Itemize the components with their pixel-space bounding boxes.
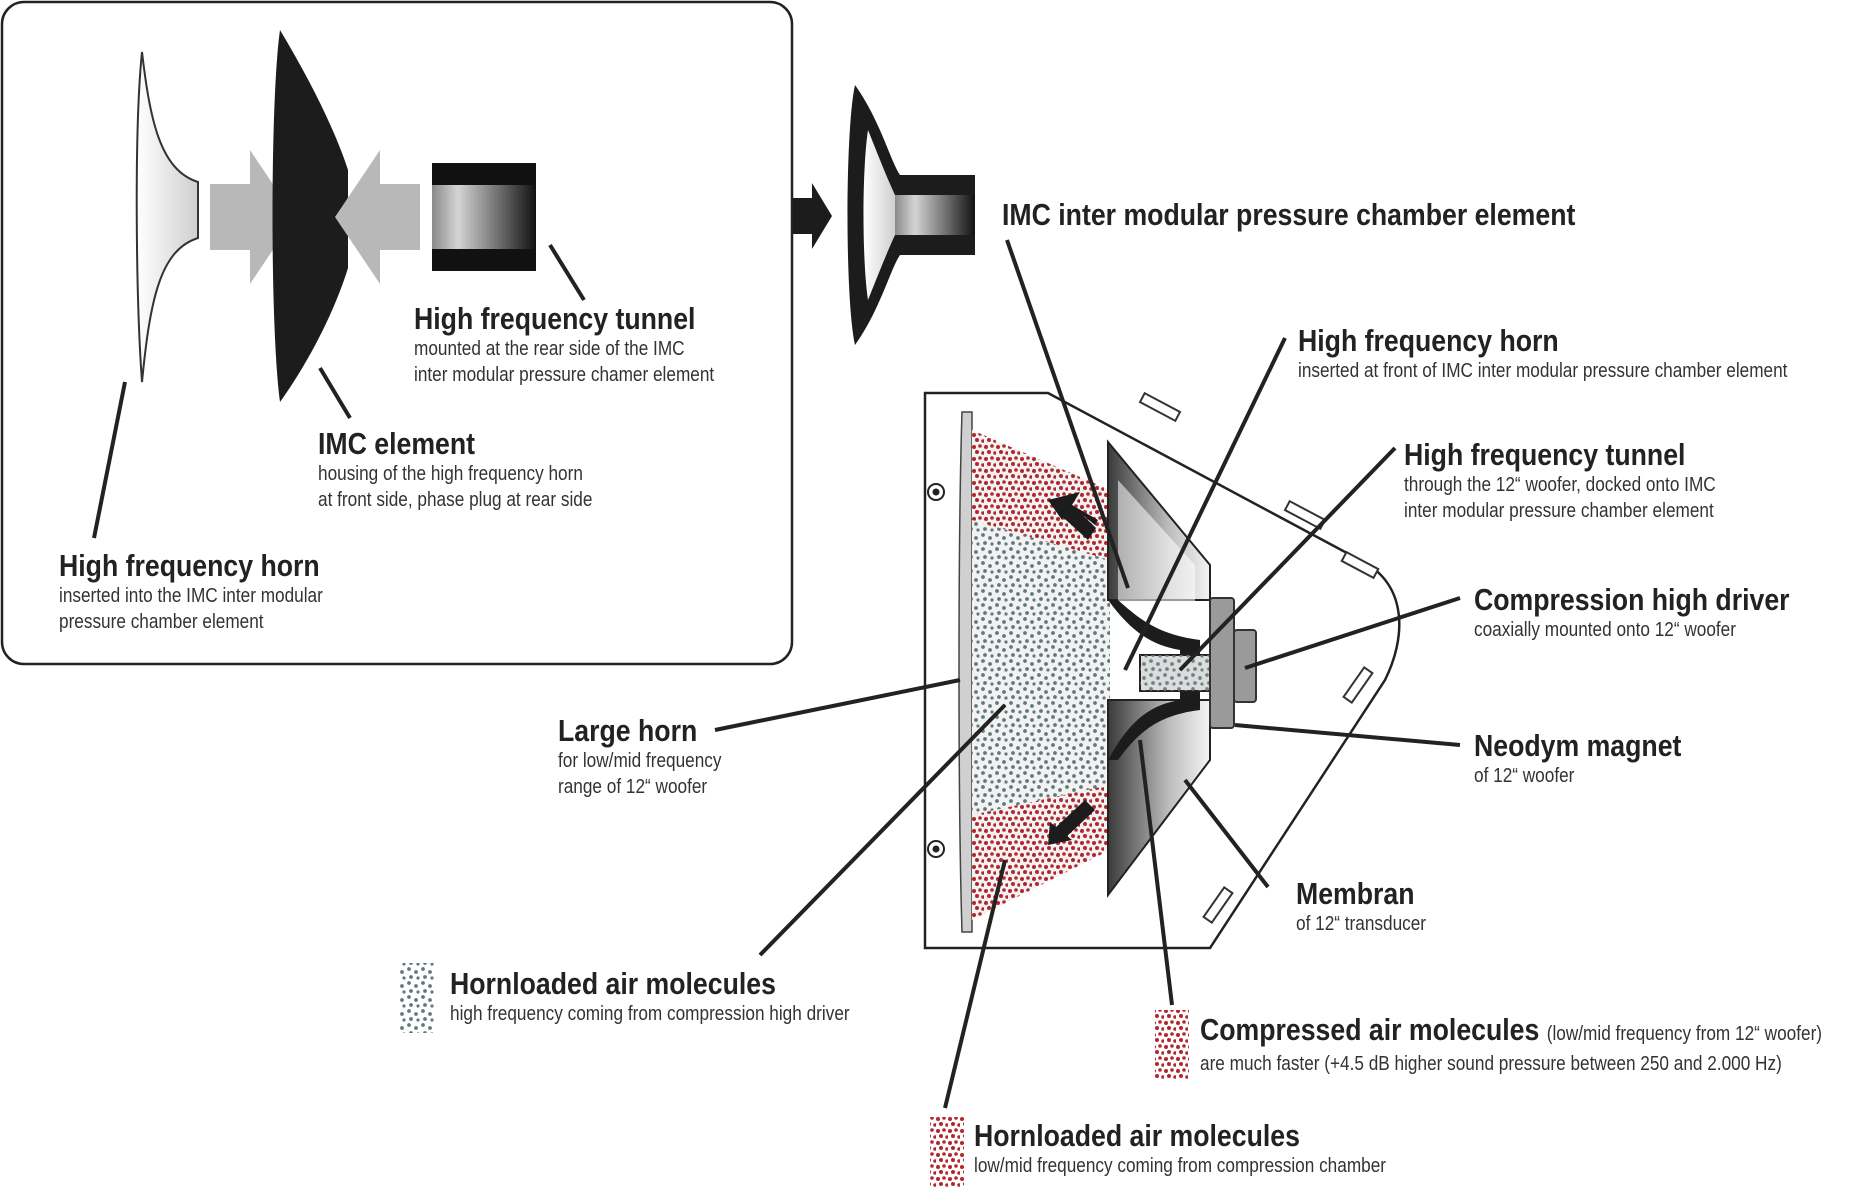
inset-tunnel-label: High frequency tunnel mounted at the rea… (414, 302, 763, 388)
large-horn-label: Large horn for low/mid frequency range o… (558, 714, 748, 800)
hornloaded-hf-molecules (972, 520, 1110, 815)
inset-tunnel-title: High frequency tunnel (414, 301, 696, 336)
inset-horn-label: High frequency horn inserted into the IM… (59, 549, 366, 635)
hf-horn-title: High frequency horn (1298, 323, 1559, 358)
large-horn-shape (958, 411, 973, 933)
leader-lines (714, 239, 1461, 1109)
inset-tunnel-line-1: mounted at the rear side of the IMC (414, 338, 685, 360)
imc-chamber-title: IMC inter modular pressure chamber eleme… (1002, 197, 1576, 232)
inset-tunnel-line-2: inter modular pressure chamer element (414, 364, 715, 386)
membran-line-1: of 12“ transducer (1296, 913, 1427, 935)
compression-driver-title: Compression high driver (1474, 582, 1790, 617)
woofer-cone-lower (1107, 699, 1211, 898)
legend-swatch-red-hornloaded (930, 1117, 964, 1187)
hornloaded-hf-line-1: high frequency coming from compression h… (450, 1003, 850, 1025)
inset-imc-line-1: housing of the high frequency horn (318, 463, 583, 485)
compressed-label: Compressed air molecules (low/mid freque… (1200, 1013, 1857, 1077)
large-horn-line-2: range of 12“ woofer (558, 776, 708, 798)
inset-horn-line-1: inserted into the IMC inter modular (59, 585, 323, 607)
hf-tunnel-label: High frequency tunnel through the 12“ wo… (1404, 438, 1766, 524)
inset-horn-line-2: pressure chamber element (59, 611, 264, 633)
legend-swatch-teal (400, 963, 434, 1033)
exploded-view-frame (0, 0, 794, 666)
compressed-title: Compressed air molecules (1200, 1012, 1540, 1047)
inset-imc-title: IMC element (318, 426, 476, 461)
imc-element-shape (272, 30, 348, 402)
arrow-right-black (793, 183, 832, 249)
hf-tunnel-title: High frequency tunnel (1404, 437, 1686, 472)
compressed-arrow-top (1048, 492, 1098, 525)
neodym-line-1: of 12“ woofer (1474, 765, 1575, 787)
neodym-title: Neodym magnet (1474, 728, 1682, 763)
compression-driver-label: Compression high driver coaxially mounte… (1474, 583, 1841, 643)
compression-driver-line-1: coaxially mounted onto 12“ woofer (1474, 619, 1736, 641)
hf-tunnel-line-1: through the 12“ woofer, docked onto IMC (1404, 474, 1716, 496)
hf-horn-label: High frequency horn inserted at front of… (1298, 324, 1857, 384)
membran-title: Membran (1296, 876, 1415, 911)
compressed-arrow-bottom (1055, 800, 1095, 838)
cabinet-fittings (1138, 391, 1380, 925)
hornloaded-hf-label: Hornloaded air molecules high frequency … (450, 967, 915, 1027)
membran-label: Membran of 12“ transducer (1296, 877, 1447, 937)
hf-tunnel-line-2: inter modular pressure chamber element (1404, 500, 1714, 522)
hornloaded-lm-title: Hornloaded air molecules (974, 1118, 1300, 1153)
arrow-left-grey (335, 150, 420, 284)
hornloaded-hf-title: Hornloaded air molecules (450, 966, 776, 1001)
imc-chamber-element (1108, 600, 1200, 760)
inset-imc-label: IMC element housing of the high frequenc… (318, 427, 637, 513)
imc-chamber-label: IMC inter modular pressure chamber eleme… (1002, 198, 1669, 232)
hornloaded-lm-line-1: low/mid frequency coming from compressio… (974, 1155, 1387, 1177)
hf-horn-line-1: inserted at front of IMC inter modular p… (1298, 360, 1788, 382)
inset-horn-title: High frequency horn (59, 548, 320, 583)
hornloaded-lm-label: Hornloaded air molecules low/mid frequen… (974, 1119, 1453, 1179)
neodym-label: Neodym magnet of 12“ woofer (1474, 729, 1715, 789)
arrow-right-grey (210, 150, 295, 284)
compressed-note: (low/mid frequency from 12“ woofer) (1546, 1023, 1823, 1045)
small-hf-horn-shape (135, 51, 199, 383)
inset-imc-line-2: at front side, phase plug at rear side (318, 489, 593, 511)
legend-swatch-red-compressed (1155, 1010, 1189, 1080)
large-horn-line-1: for low/mid frequency (558, 750, 722, 772)
large-horn-title: Large horn (558, 713, 698, 748)
compressed-line-1: are much faster (+4.5 dB higher sound pr… (1200, 1053, 1782, 1075)
